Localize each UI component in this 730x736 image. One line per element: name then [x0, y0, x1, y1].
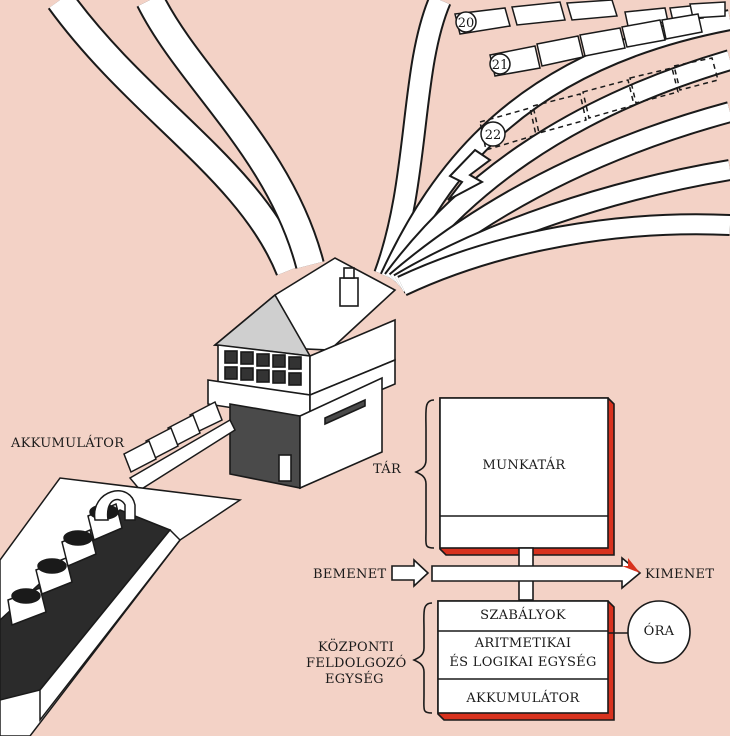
- wagon-number-20: 20: [458, 16, 475, 31]
- aritmetikai-label-line1: ARITMETIKAI: [474, 636, 572, 651]
- signal-box-house: [207, 257, 397, 490]
- ora-label: ÓRA: [643, 624, 675, 639]
- wagon-number-22-top: 22: [485, 128, 502, 143]
- aritmetikai-label-line2: ÉS LOGIKAI EGYSÉG: [449, 655, 597, 670]
- szabalyok-label: SZABÁLYOK: [480, 608, 566, 623]
- tar-label: TÁR: [373, 462, 402, 477]
- akkumulator-box-label: AKKUMULÁTOR: [466, 691, 580, 706]
- kozponti-label-line3: EGYSÉG: [325, 672, 384, 687]
- lightning-bolt-icon: [447, 148, 492, 201]
- akkumulator-label: AKKUMULÁTOR: [11, 436, 125, 451]
- train-cars-lower: [123, 400, 236, 491]
- kimenet-label: KIMENET: [645, 567, 715, 582]
- kozponti-label-line2: FELDOLGOZÓ: [306, 656, 407, 671]
- wagon-number-21: 21: [492, 58, 509, 73]
- brace-cpu: [412, 602, 433, 714]
- railway-tracks: [47, 0, 730, 296]
- accumulator-trench: [0, 477, 243, 736]
- bemenet-label: BEMENET: [313, 567, 387, 582]
- brace-tar: [414, 399, 435, 549]
- block-diagram: [391, 397, 691, 721]
- curved-arrow-icon: [94, 490, 136, 521]
- munkatar-label: MUNKATÁR: [482, 458, 566, 473]
- kozponti-label-line1: KÖZPONTI: [318, 640, 395, 655]
